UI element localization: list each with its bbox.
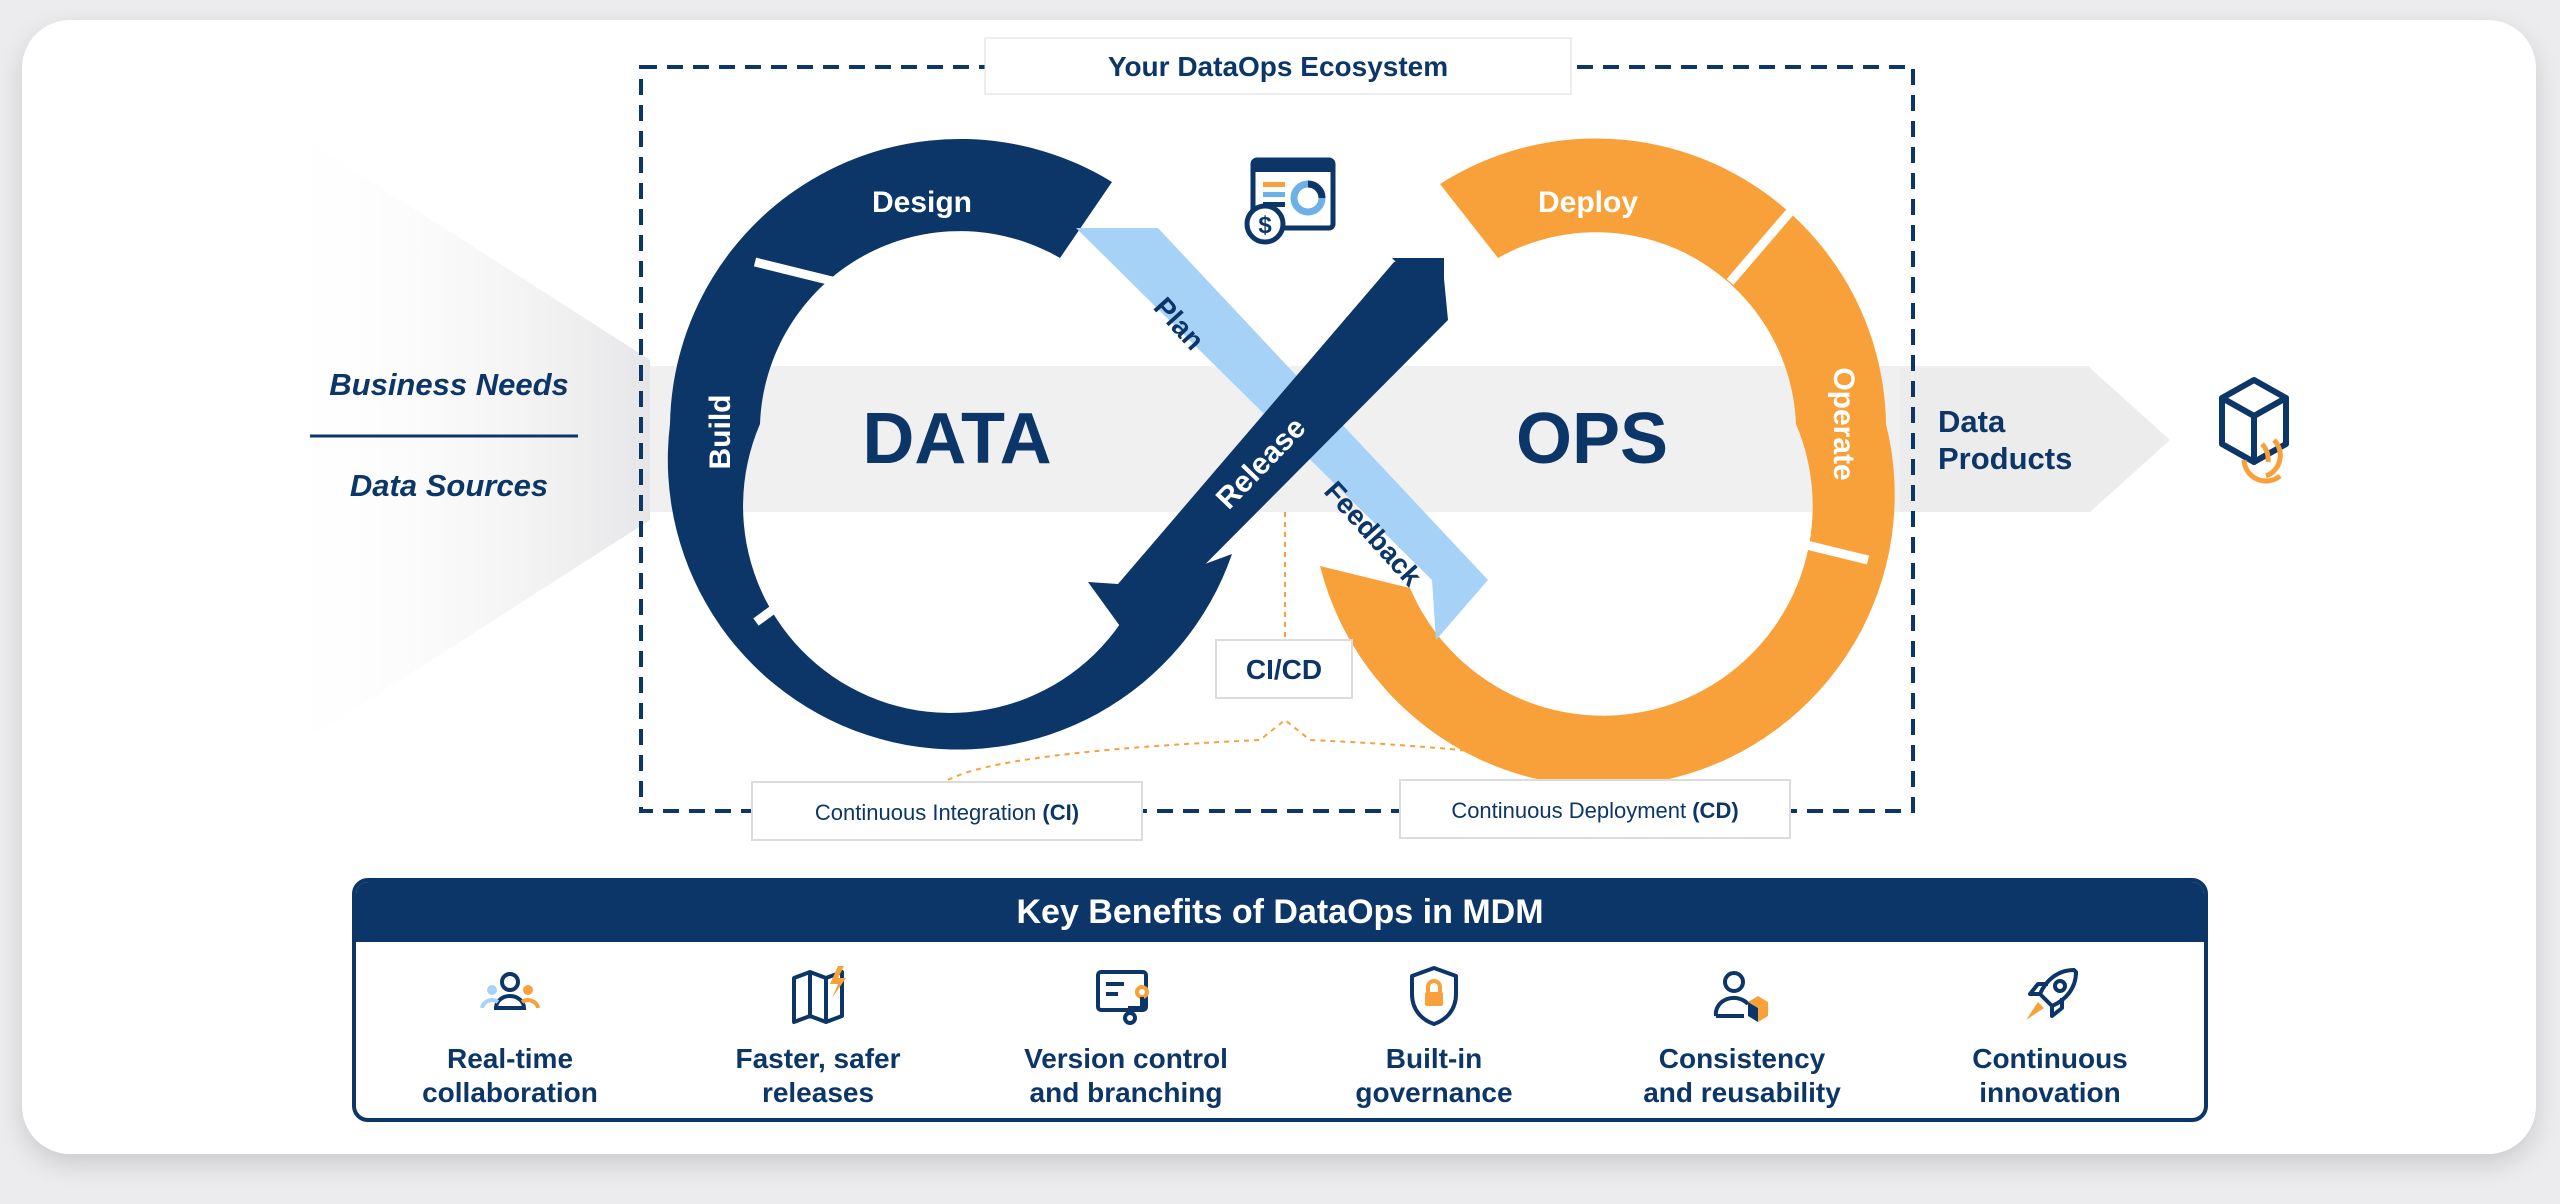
input-funnel — [260, 110, 650, 770]
cd-abbr: (CD) — [1692, 798, 1738, 823]
map-lightning-icon — [792, 966, 846, 1024]
shield-lock-icon — [1410, 966, 1458, 1026]
svg-text:$: $ — [1258, 212, 1272, 239]
benefit-item: Consistency and reusability — [1588, 942, 1896, 1118]
stage-monitor: Monitor — [1579, 658, 1689, 691]
benefit-label: Real-time collaboration — [422, 1043, 598, 1108]
stage-operate: Operate — [1827, 367, 1860, 480]
output-label-line1: Data — [1938, 404, 2006, 439]
stage-build: Build — [704, 395, 737, 470]
benefit-item: Real-time collaboration — [356, 942, 664, 1118]
ecosystem-title: Your DataOps Ecosystem — [1108, 51, 1448, 82]
ops-center-label: OPS — [1516, 399, 1668, 479]
cicd-label: CI/CD — [1246, 654, 1322, 685]
cicd-box — [1215, 639, 1353, 699]
benefit-label: Built-in governance — [1355, 1043, 1513, 1108]
release-band — [1088, 258, 1448, 640]
data-loop — [667, 138, 1232, 750]
benefit-item: Continuous innovation — [1896, 942, 2204, 1118]
cicd-brace — [947, 718, 1601, 781]
stage-design: Design — [872, 186, 972, 219]
benefit-label: Version control and branching — [1024, 1043, 1228, 1108]
ci-label: Continuous Integration (CI) — [815, 800, 1079, 825]
stage-test: Test — [927, 658, 986, 691]
cd-label: Continuous Deployment (CD) — [1451, 798, 1738, 823]
cd-box — [1399, 779, 1791, 839]
data-center-label: DATA — [862, 399, 1051, 479]
benefit-label: Continuous innovation — [1972, 1043, 2128, 1108]
version-branch-icon — [1096, 970, 1149, 1025]
input-data-sources: Data Sources — [350, 468, 548, 503]
pipeline-dashboard-icon: $ — [1244, 157, 1336, 245]
ci-box — [751, 781, 1143, 841]
rocket-icon — [2026, 968, 2078, 1020]
benefit-item: Built-in governance — [1280, 942, 1588, 1118]
input-business-needs: Business Needs — [329, 367, 569, 402]
ci-text: Continuous Integration — [815, 800, 1043, 825]
cd-text: Continuous Deployment — [1451, 798, 1692, 823]
plan-feedback-band — [1076, 228, 1488, 640]
ops-loop — [1320, 138, 1895, 787]
ecosystem-title-box — [984, 37, 1572, 95]
benefit-label: Consistency and reusability — [1643, 1043, 1841, 1108]
benefits-title: Key Benefits of DataOps in MDM — [356, 882, 2204, 942]
benefit-label: Faster, safer releases — [735, 1043, 901, 1108]
team-collaboration-icon — [480, 972, 540, 1010]
benefits-row: Real-time collaboration Faster, safer re… — [356, 942, 2204, 1118]
output-arrow — [1900, 368, 2170, 512]
output-label-line2: Products — [1938, 441, 2072, 476]
release-band-arrowhead — [1392, 258, 1444, 312]
benefits-panel: Key Benefits of DataOps in MDM Real-time… — [352, 878, 2208, 1122]
data-product-cube-icon — [2219, 377, 2289, 484]
benefit-item: Version control and branching — [972, 942, 1280, 1118]
stage-deploy: Deploy — [1538, 186, 1638, 219]
benefit-item: Faster, safer releases — [664, 942, 972, 1118]
user-cube-icon — [1713, 971, 1768, 1022]
ci-abbr: (CI) — [1042, 800, 1079, 825]
